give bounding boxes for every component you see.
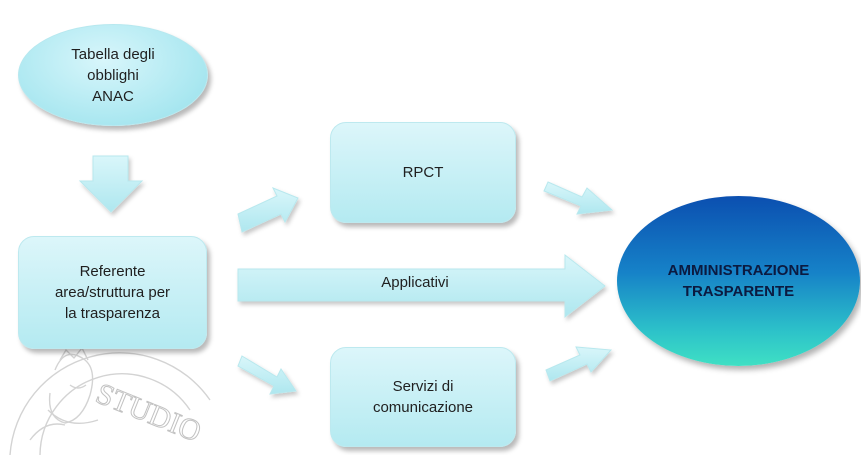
node-text-line: Servizi di: [392, 378, 454, 395]
university-seal-watermark: STUDIO: [9, 346, 211, 455]
arrow-servizi-to-target: [545, 346, 613, 382]
node-servizi-comunicazione: Servizi di comunicazione: [330, 347, 516, 447]
arrow-down: [78, 155, 144, 213]
node-text-line: ANAC: [92, 87, 134, 105]
node-amministrazione-trasparente: AMMINISTRAZIONE TRASPARENTE: [617, 196, 860, 366]
node-text-line: TRASPARENTE: [682, 283, 795, 300]
node-text-line: Tabella degli: [71, 45, 155, 63]
arrow-to-rpct: [237, 187, 299, 233]
edge-label-applicativi: Applicativi: [381, 274, 449, 291]
node-rpct: RPCT: [330, 122, 516, 223]
node-text-line: AMMINISTRAZIONE: [667, 262, 810, 279]
node-referente: Referente area/struttura per la traspare…: [18, 236, 207, 349]
arrow-to-servizi: [237, 355, 297, 395]
node-text-line: Referente: [79, 263, 146, 280]
node-text-line: obblighi: [87, 66, 139, 84]
arrow-applicativi: [237, 253, 606, 319]
node-text-line: RPCT: [402, 164, 444, 181]
node-text-line: area/struttura per: [54, 284, 171, 301]
node-text-line: comunicazione: [372, 399, 474, 416]
node-text-line: la trasparenza: [64, 305, 161, 322]
arrow-rpct-to-target: [543, 181, 614, 215]
node-tabella-obblighi-anac: Tabella degli obblighi ANAC: [18, 24, 208, 126]
